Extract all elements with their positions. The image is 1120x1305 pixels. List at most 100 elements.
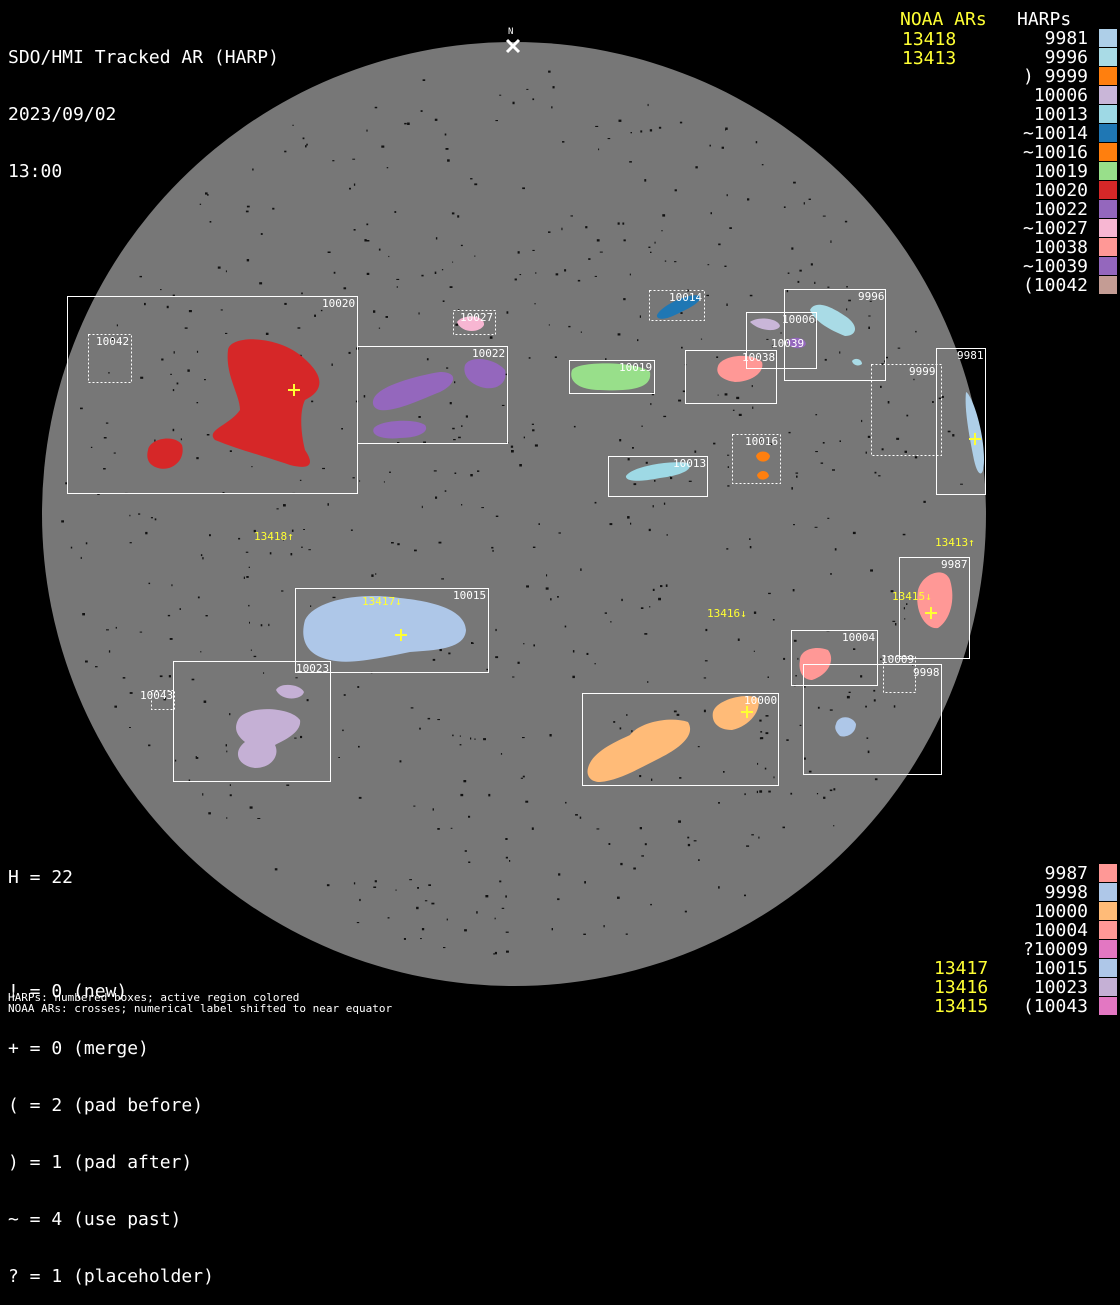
noaa-title: NOAA ARs <box>900 9 987 30</box>
box-10013 <box>608 456 708 497</box>
harp-legend-item: ?10009 <box>1022 939 1088 960</box>
region-10023a <box>276 684 304 699</box>
region-10023b <box>236 709 301 768</box>
box-9998 <box>803 664 942 775</box>
box-10015 <box>295 588 489 673</box>
harp-legend-item: 10020 <box>1033 180 1088 201</box>
noaa-label-13416: 13416↓ <box>707 607 747 620</box>
magnetic-speckles <box>61 70 963 955</box>
region-10016a <box>756 451 770 462</box>
harp-color-swatch <box>1099 219 1117 237</box>
label-10015: 10015 <box>453 589 486 602</box>
noaa-label-13418: 13418↑ <box>254 530 294 543</box>
region-9996 <box>810 304 856 336</box>
harp-color-swatch <box>1099 86 1117 104</box>
label-10000: 10000 <box>744 694 777 707</box>
region-10022a <box>372 372 454 411</box>
label-9998: 9998 <box>913 666 940 679</box>
label-10023: 10023 <box>296 662 329 675</box>
time-line: 13:00 <box>8 161 63 182</box>
label-10020: 10020 <box>322 297 355 310</box>
harp-count: H = 22 <box>8 867 74 888</box>
label-10006: 10006 <box>782 313 815 326</box>
harps-legend-bottom: 9987 9998 10000 10004 ?10009 10015 10023… <box>1023 864 1088 1016</box>
noaa-top-list: 13418 13413 <box>902 30 956 68</box>
stat-pad-before: ( = 2 (pad before) <box>8 1095 204 1116</box>
harp-legend-item: 10038 <box>1033 237 1088 258</box>
noaa-item: 13418 <box>902 29 957 50</box>
region-10000a <box>587 719 691 782</box>
harp-color-swatch <box>1099 162 1117 180</box>
north-marker: N <box>505 27 521 54</box>
box-10027 <box>453 310 496 335</box>
harp-legend-item: 9996 <box>1044 47 1088 68</box>
harp-color-swatch <box>1099 883 1117 901</box>
region-10020b <box>147 438 183 469</box>
harp-boxes <box>67 289 986 786</box>
harp-color-swatch <box>1099 29 1117 47</box>
harp-legend-item: 10006 <box>1033 85 1088 106</box>
north-label: N <box>508 27 513 37</box>
region-10000b <box>712 695 759 730</box>
region-10019 <box>571 363 651 391</box>
label-10004: 10004 <box>842 631 875 644</box>
box-9996 <box>784 289 886 381</box>
label-10019: 10019 <box>619 361 652 374</box>
region-10016b <box>757 470 769 480</box>
stat-pad-after: ) = 1 (pad after) <box>8 1152 193 1173</box>
region-10039 <box>787 337 806 349</box>
harp-legend-item: 10004 <box>1033 920 1088 941</box>
region-10006 <box>750 318 780 331</box>
region-10015 <box>303 596 466 662</box>
harp-color-swatch <box>1099 181 1117 199</box>
harp-legend-item: 9981 <box>1044 28 1088 49</box>
harp-color-swatch <box>1099 238 1117 256</box>
box-10043 <box>151 690 175 710</box>
noaa-cross <box>395 629 407 641</box>
noaa-bottom-list: 13417 13416 13415 <box>934 959 988 1016</box>
stat-merge: + = 0 (merge) <box>8 1038 149 1059</box>
harp-legend-item: 10019 <box>1033 161 1088 182</box>
harp-color-swatch <box>1099 978 1117 996</box>
harp-color-swatch <box>1099 997 1117 1015</box>
region-10038 <box>717 355 763 382</box>
harps-title: HARPs <box>1017 9 1072 30</box>
box-10014 <box>649 290 705 321</box>
label-10039: 10039 <box>771 337 804 350</box>
noaa-item: 13415 <box>934 996 989 1017</box>
box-10004 <box>791 630 878 686</box>
label-10022: 10022 <box>472 347 505 360</box>
noaa-cross <box>969 433 981 445</box>
harp-color-swatch <box>1099 902 1117 920</box>
footer-note-2: NOAA ARs: crosses; numerical label shift… <box>8 1002 393 1015</box>
box-10023 <box>173 661 331 782</box>
harp-color-swatch <box>1099 200 1117 218</box>
harp-legend-item: ~10039 <box>1022 256 1088 277</box>
harp-legend-item: ~10016 <box>1022 142 1088 163</box>
noaa-cross <box>288 384 300 396</box>
harp-legend-item: (10043 <box>1022 996 1088 1017</box>
active-regions <box>147 295 984 782</box>
label-10038: 10038 <box>742 351 775 364</box>
noaa-label-13417: 13417↓ <box>362 595 402 608</box>
region-9998 <box>835 717 856 737</box>
harp-color-swatch <box>1099 959 1117 977</box>
region-10027 <box>457 316 485 332</box>
stat-placeholder: ? = 1 (placeholder) <box>8 1266 214 1287</box>
box-10000 <box>582 693 779 786</box>
box-10022 <box>357 346 508 444</box>
harp-legend-item: 10022 <box>1033 199 1088 220</box>
label-9996: 9996 <box>858 290 885 303</box>
label-10014: 10014 <box>669 291 702 304</box>
box-10019 <box>569 360 655 394</box>
box-9981 <box>936 348 986 495</box>
noaa-item: 13417 <box>934 958 989 979</box>
noaa-label-13413: 13413↑ <box>935 536 975 549</box>
region-10013 <box>625 462 690 481</box>
harp-legend-item: (10042 <box>1022 275 1088 296</box>
noaa-cross <box>741 706 753 718</box>
harp-color-swatch <box>1099 276 1117 294</box>
box-10016 <box>732 434 781 484</box>
harp-color-swatch <box>1099 105 1117 123</box>
label-10013: 10013 <box>673 457 706 470</box>
